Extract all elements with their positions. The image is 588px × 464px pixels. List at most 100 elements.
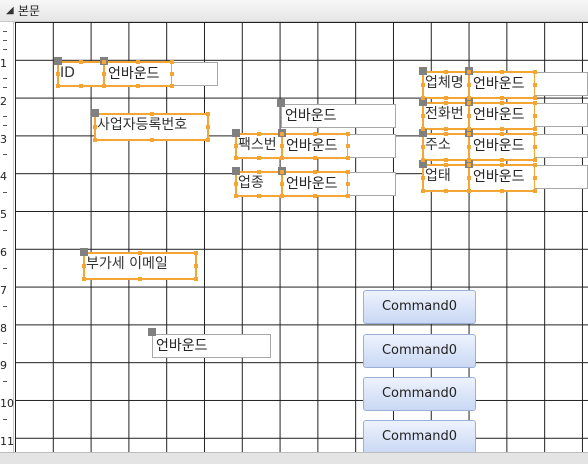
label-fax[interactable]: 팩스번 [235, 133, 283, 159]
resize-handle[interactable] [206, 138, 210, 142]
resize-handle[interactable] [346, 182, 350, 186]
resize-handle[interactable] [467, 96, 471, 100]
resize-handle[interactable] [79, 84, 83, 88]
textbox-address-extension[interactable] [535, 134, 588, 158]
textbox-fax[interactable]: 언바운드 [281, 133, 349, 159]
move-handle[interactable] [54, 57, 62, 65]
resize-handle[interactable] [444, 189, 448, 193]
resize-handle[interactable] [467, 114, 471, 118]
resize-handle[interactable] [467, 145, 471, 149]
label-phone[interactable]: 전화번 [422, 102, 470, 130]
resize-handle[interactable] [467, 158, 471, 162]
command-button-4[interactable]: Command0 [363, 420, 476, 454]
resize-handle[interactable] [467, 83, 471, 87]
resize-handle[interactable] [313, 170, 317, 174]
resize-handle[interactable] [533, 70, 537, 74]
label-id[interactable]: ID [57, 61, 105, 87]
resize-handle[interactable] [500, 70, 504, 74]
move-handle[interactable] [232, 167, 240, 175]
command-button-2[interactable]: Command0 [363, 334, 476, 368]
label-vat-email[interactable]: 부가세 이메일 [83, 252, 197, 280]
textbox-company-name-extension[interactable] [535, 72, 588, 96]
resize-handle[interactable] [194, 277, 198, 281]
resize-handle[interactable] [149, 112, 154, 116]
resize-handle[interactable] [346, 132, 350, 136]
textbox-id[interactable]: 언바운드 [103, 61, 173, 87]
resize-handle[interactable] [500, 96, 504, 100]
resize-handle[interactable] [93, 138, 97, 142]
resize-handle[interactable] [346, 144, 350, 148]
resize-handle[interactable] [467, 70, 471, 74]
resize-handle[interactable] [206, 125, 210, 129]
textbox-id-extension[interactable] [172, 62, 218, 86]
command-button-3[interactable]: Command0 [363, 377, 476, 411]
resize-handle[interactable] [56, 72, 60, 76]
resize-handle[interactable] [467, 132, 471, 136]
resize-handle[interactable] [82, 277, 86, 281]
resize-handle[interactable] [421, 145, 425, 149]
resize-handle[interactable] [533, 101, 537, 105]
move-handle[interactable] [80, 248, 88, 256]
horizontal-scrollbar[interactable] [0, 452, 588, 464]
resize-handle[interactable] [421, 114, 425, 118]
resize-handle[interactable] [533, 145, 537, 149]
resize-handle[interactable] [234, 144, 238, 148]
resize-handle[interactable] [56, 84, 60, 88]
resize-handle[interactable] [346, 156, 350, 160]
resize-handle[interactable] [533, 114, 537, 118]
resize-handle[interactable] [444, 70, 448, 74]
resize-handle[interactable] [79, 60, 83, 64]
move-handle[interactable] [91, 109, 99, 117]
section-header-body[interactable]: ◢ 본문 [0, 0, 588, 22]
resize-handle[interactable] [257, 194, 261, 198]
resize-handle[interactable] [257, 132, 261, 136]
resize-handle[interactable] [421, 176, 425, 180]
textbox-industry-extension[interactable] [348, 172, 396, 196]
textbox-company-name[interactable]: 언바운드 [468, 71, 536, 99]
resize-handle[interactable] [467, 127, 471, 131]
resize-handle[interactable] [280, 182, 284, 186]
resize-handle[interactable] [149, 138, 154, 142]
label-business-number[interactable]: 사업자등록번호 [94, 113, 209, 141]
textbox-unbound-bottom[interactable]: 언바운드 [152, 334, 271, 358]
label-company-name[interactable]: 업체명 [422, 71, 470, 99]
resize-handle[interactable] [102, 72, 106, 76]
resize-handle[interactable] [313, 194, 317, 198]
resize-handle[interactable] [533, 83, 537, 87]
resize-handle[interactable] [500, 189, 504, 193]
resize-handle[interactable] [102, 84, 106, 88]
textbox-industry[interactable]: 언바운드 [281, 171, 349, 197]
resize-handle[interactable] [500, 101, 504, 105]
resize-handle[interactable] [257, 156, 261, 160]
resize-handle[interactable] [533, 127, 537, 131]
move-handle[interactable] [419, 98, 427, 106]
label-address[interactable]: 주소 [422, 133, 470, 161]
resize-handle[interactable] [234, 182, 238, 186]
textbox-business-type[interactable]: 언바운드 [468, 164, 536, 192]
resize-handle[interactable] [467, 163, 471, 167]
resize-handle[interactable] [194, 251, 198, 255]
textbox-address[interactable]: 언바운드 [468, 133, 536, 161]
resize-handle[interactable] [444, 132, 448, 136]
resize-handle[interactable] [170, 84, 174, 88]
resize-handle[interactable] [533, 163, 537, 167]
resize-handle[interactable] [194, 264, 198, 268]
resize-handle[interactable] [500, 158, 504, 162]
resize-handle[interactable] [444, 127, 448, 131]
resize-handle[interactable] [170, 72, 174, 76]
resize-handle[interactable] [280, 132, 284, 136]
resize-handle[interactable] [136, 84, 140, 88]
resize-handle[interactable] [138, 251, 142, 255]
resize-handle[interactable] [444, 101, 448, 105]
resize-handle[interactable] [500, 132, 504, 136]
resize-handle[interactable] [136, 60, 140, 64]
resize-handle[interactable] [444, 163, 448, 167]
command-button-1[interactable]: Command0 [363, 290, 476, 324]
move-handle[interactable] [419, 160, 427, 168]
label-business-type[interactable]: 업태 [422, 164, 470, 192]
textbox-unbound-top[interactable]: 언바운드 [281, 104, 396, 128]
resize-handle[interactable] [346, 194, 350, 198]
resize-handle[interactable] [102, 60, 106, 64]
collapse-triangle-icon[interactable]: ◢ [6, 5, 14, 16]
resize-handle[interactable] [467, 176, 471, 180]
